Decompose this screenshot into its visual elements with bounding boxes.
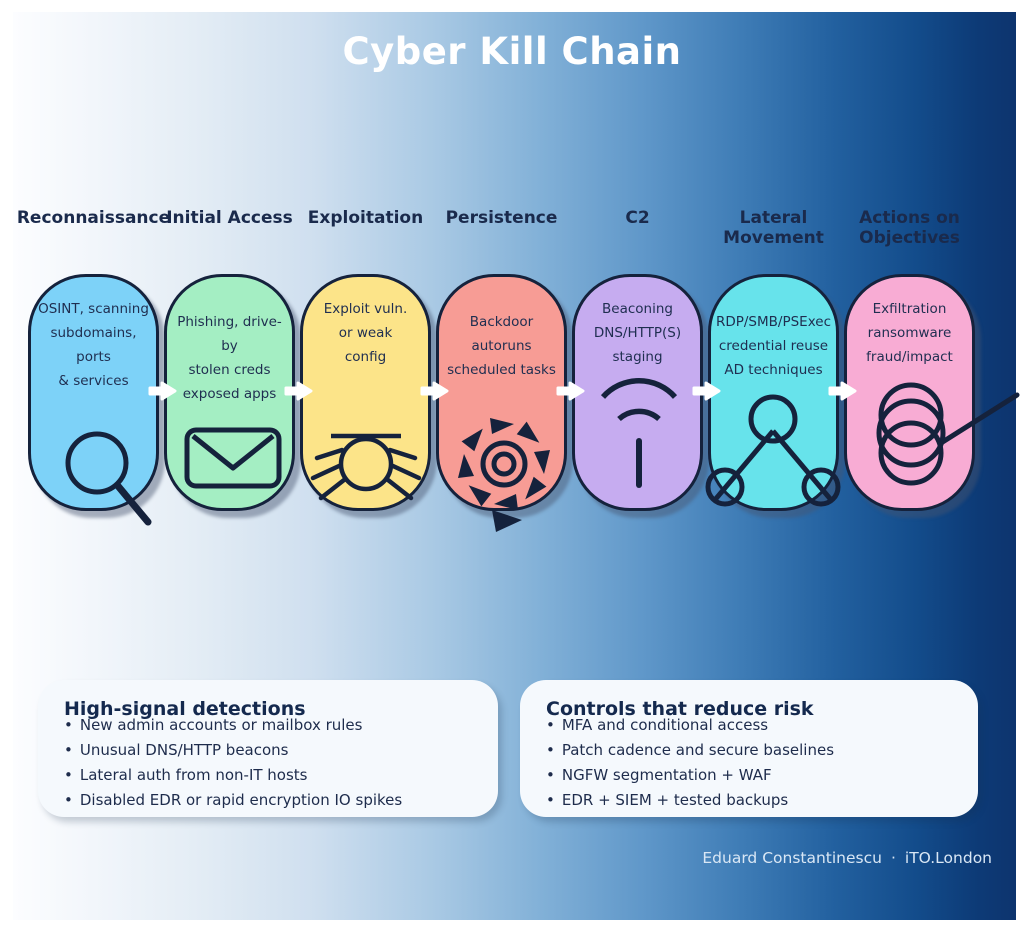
kill-chain-stage: Reconnaissance OSINT, scanning subdomain… [16, 208, 171, 526]
bullet-text: NGFW segmentation + WAF [561, 766, 772, 784]
stage-description: RDP/SMB/PSExec credential reuse AD techn… [715, 314, 832, 379]
detections-box: High-signal detections • New admin accoun… [38, 680, 498, 817]
stage-label: Initial Access [166, 208, 293, 228]
stage-pill: Beaconing DNS/HTTP(S) staging [572, 274, 703, 511]
bullet-text: Lateral auth from non-IT hosts [79, 766, 308, 784]
autorun-gear-icon [444, 404, 564, 532]
stage-label: Reconnaissance [16, 208, 171, 228]
bullet-text: Disabled EDR or rapid encryption IO spik… [79, 791, 403, 809]
bullet-glyph: • [546, 766, 555, 784]
stage-pill: Exploit vuln. or weak config [300, 274, 431, 511]
stage-pill: Exfiltration ransomware fraud/impact [844, 274, 1020, 511]
bug-icon [310, 424, 422, 516]
kill-chain-stage-row: Reconnaissance OSINT, scanning subdomain… [16, 208, 1020, 532]
stage-label: Actions on Objectives [859, 208, 960, 249]
footer-separator: · [890, 849, 896, 867]
beacon-icon [597, 357, 681, 488]
bullet-glyph: • [546, 741, 555, 759]
stage-label: C2 [625, 208, 650, 228]
author-name: Eduard Constantinescu [702, 849, 882, 867]
magnifier-icon [51, 423, 152, 538]
bullet-text: EDR + SIEM + tested backups [561, 791, 789, 809]
page-title: Cyber Kill Chain [342, 30, 682, 73]
stage-pill: Phishing, drive-by stolen creds exposed … [164, 274, 295, 511]
site-name: iTO.London [904, 849, 992, 867]
footer-credit: Eduard Constantinescu · iTO.London [702, 849, 992, 867]
stage-description: Backdoor autoruns scheduled tasks [447, 314, 556, 379]
bullet-glyph: • [546, 791, 555, 809]
flow-arrow-icon [283, 380, 313, 402]
bullet-text: MFA and conditional access [561, 716, 769, 734]
kill-chain-stage: Exploitation Exploit vuln. or weak confi… [300, 208, 431, 511]
stage-label: Lateral Movement [723, 208, 824, 249]
detections-title: High-signal detections [64, 698, 306, 720]
kill-chain-stage: Actions on Objectives Exfiltration ranso… [844, 208, 1020, 511]
controls-title: Controls that reduce risk [546, 698, 814, 720]
bullet-text: Patch cadence and secure baselines [561, 741, 835, 759]
bullet-text: Unusual DNS/HTTP beacons [79, 741, 289, 759]
bullet-glyph: • [64, 716, 73, 734]
flow-arrow-icon [147, 380, 177, 402]
stage-description: Exploit vuln. or weak config [323, 301, 408, 366]
bullet-glyph: • [546, 716, 555, 734]
flow-arrow-icon [827, 380, 857, 402]
detections-list: • New admin accounts or mailbox rules • Un… [64, 713, 472, 813]
bullet-glyph: • [64, 741, 73, 759]
stage-pill: RDP/SMB/PSExec credential reuse AD techn… [705, 274, 841, 511]
loops-icon [849, 381, 1020, 493]
flow-arrow-icon [691, 380, 721, 402]
bullet-item: • EDR + SIEM + tested backups [546, 788, 952, 813]
stage-label: Exploitation [307, 208, 424, 228]
kill-chain-stage: C2 Beaconing DNS/HTTP(S) staging [572, 208, 703, 511]
envelope-icon [183, 426, 283, 490]
stage-pill: Backdoor autoruns scheduled tasks [436, 274, 567, 532]
stage-label: Persistence [445, 208, 558, 228]
stage-description: Exfiltration ransomware fraud/impact [866, 301, 953, 366]
bullet-item: • New admin accounts or mailbox rules [64, 713, 472, 738]
stage-description: Beaconing DNS/HTTP(S) staging [593, 301, 682, 366]
controls-list: • MFA and conditional access • Patch caden… [546, 713, 952, 813]
bullet-text: New admin accounts or mailbox rules [79, 716, 363, 734]
stage-description: Phishing, drive-by stolen creds exposed … [177, 314, 282, 403]
bullet-glyph: • [64, 791, 73, 809]
kill-chain-stage: Persistence Backdoor autoruns scheduled … [436, 208, 567, 532]
stage-pill: OSINT, scanning subdomains, ports & serv… [28, 274, 159, 526]
kill-chain-stage: Lateral Movement RDP/SMB/PSExec credenti… [705, 208, 841, 511]
bullet-item: • MFA and conditional access [546, 713, 952, 738]
bullet-item: • Patch cadence and secure baselines [546, 738, 952, 763]
network-icon [698, 391, 848, 513]
bullet-glyph: • [64, 766, 73, 784]
bullet-item: • Lateral auth from non-IT hosts [64, 763, 472, 788]
flow-arrow-icon [419, 380, 449, 402]
kill-chain-stage: Initial Access Phishing, drive-by stolen… [164, 208, 295, 511]
stage-description: OSINT, scanning subdomains, ports & serv… [38, 301, 149, 390]
bullet-item: • Unusual DNS/HTTP beacons [64, 738, 472, 763]
bullet-item: • NGFW segmentation + WAF [546, 763, 952, 788]
flow-arrow-icon [555, 380, 585, 402]
controls-box: Controls that reduce risk • MFA and condi… [520, 680, 978, 817]
bullet-item: • Disabled EDR or rapid encryption IO spi… [64, 788, 472, 813]
